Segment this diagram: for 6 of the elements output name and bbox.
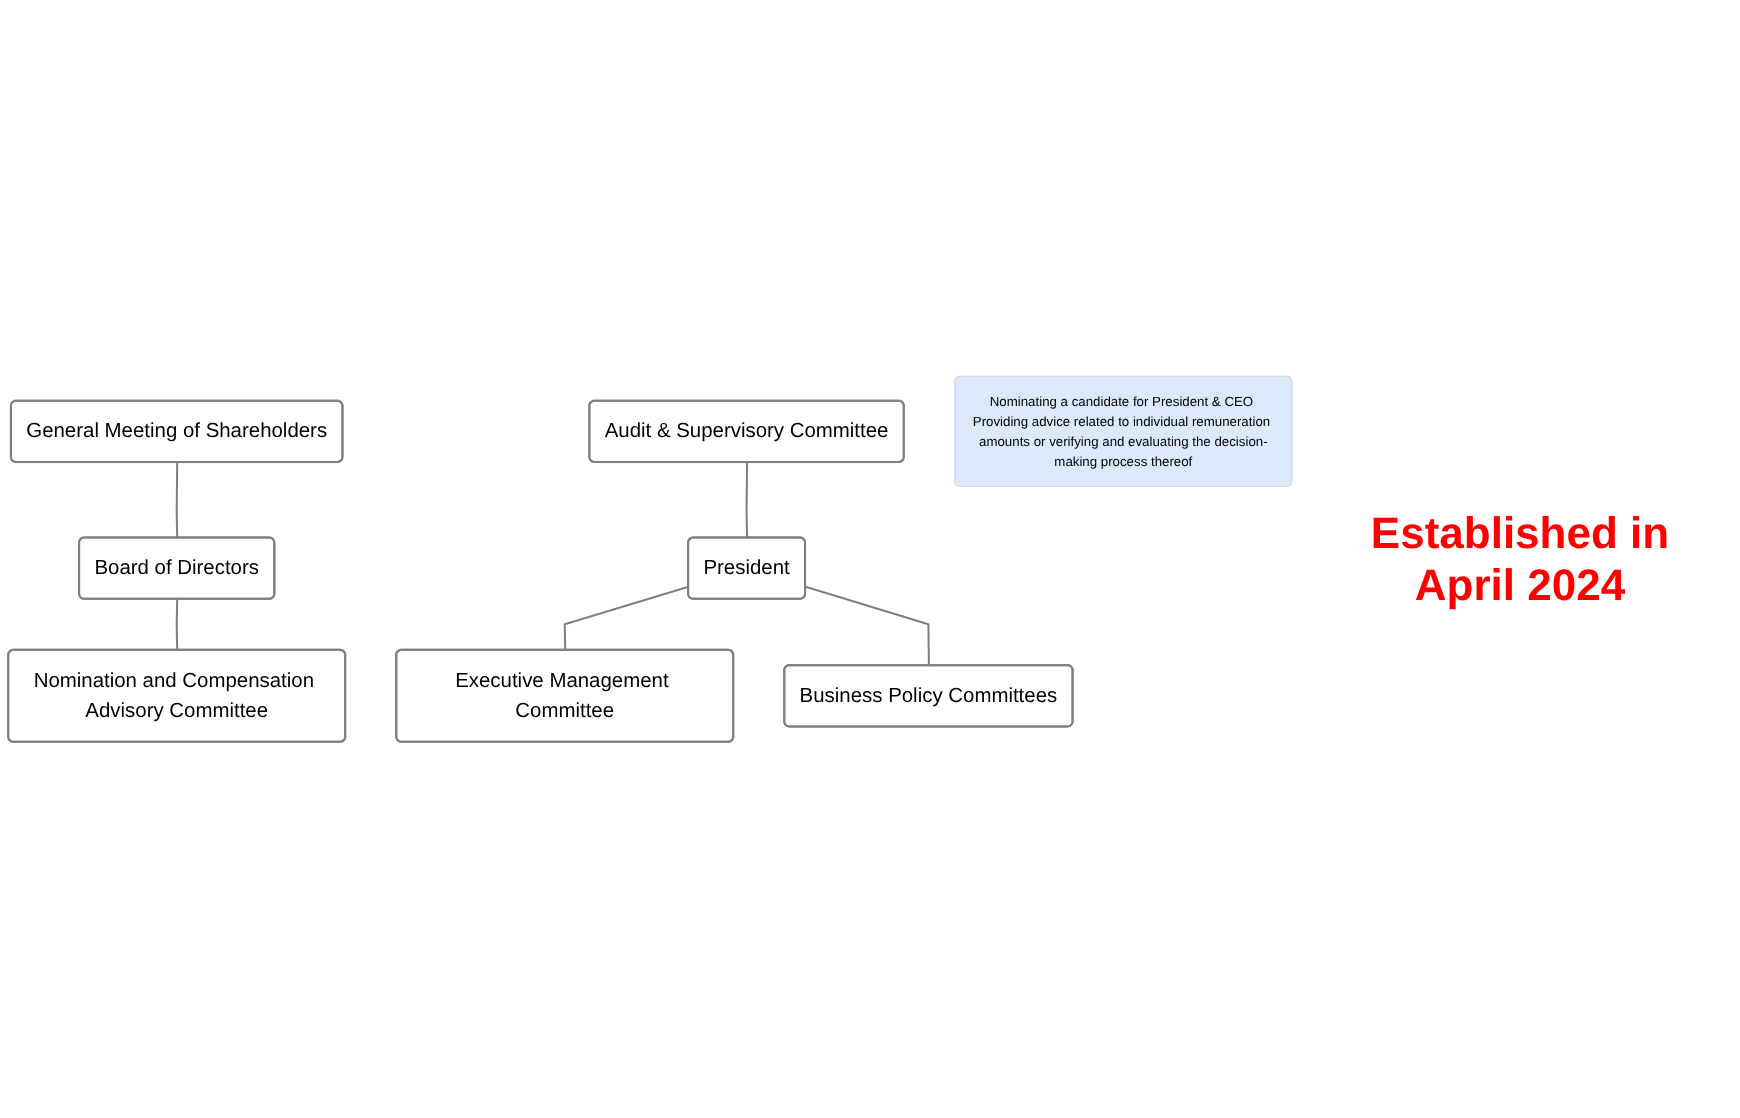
connector [745,462,749,539]
connector [175,462,179,539]
note-text: Established in April 2024 [1368,507,1672,611]
connector [805,585,930,666]
connector [563,585,689,651]
connector [175,599,179,651]
